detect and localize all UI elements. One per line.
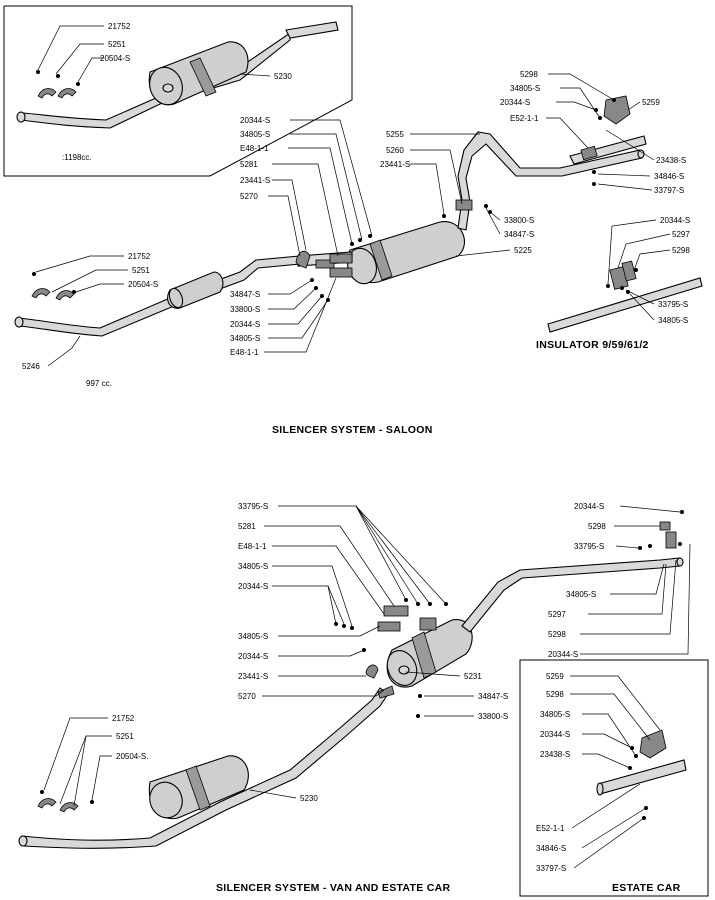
estate-label-e52-1-1: E52-1-1 <box>536 824 565 833</box>
insulator-label-33795-s: 33795-S <box>658 300 688 309</box>
inset-pipe-end <box>16 111 26 123</box>
insulator-assembly <box>547 260 703 333</box>
saloon-label-5225: 5225 <box>514 246 532 255</box>
estate-car-parts <box>596 729 687 820</box>
saloon-silencer-5225 <box>347 221 465 285</box>
saloon-left-bracket-parts <box>31 272 76 301</box>
saloon-label-5251: 5251 <box>132 266 150 275</box>
van-label-34805-s-b: 34805-S <box>238 632 268 641</box>
inset-label-5251: 5251 <box>108 40 126 49</box>
saloon-label-5281: 5281 <box>240 160 258 169</box>
saloon-label-5246: 5246 <box>22 362 40 371</box>
estate-label-33797-s: 33797-S <box>536 864 566 873</box>
estate-label-20344-s: 20344-S <box>540 730 570 739</box>
estate-label-23438-s: 23438-S <box>540 750 570 759</box>
saloon-label-34847-s-right: 34847-S <box>504 230 534 239</box>
inset-label-5230: 5230 <box>274 72 292 81</box>
saloon-tail-pipe-end <box>637 149 645 159</box>
van-label-23441-s: 23441-S <box>238 672 268 681</box>
van-tail-pipe-end <box>676 557 684 567</box>
van-label-34805-s-a: 34805-S <box>238 562 268 571</box>
insulator-label-34805-s: 34805-S <box>658 316 688 325</box>
saloon-label-20344-s-top: 20344-S <box>240 116 270 125</box>
inset-tail-pipe <box>285 21 339 39</box>
saloon-label-23438-s: 23438-S <box>656 156 686 165</box>
estate-car-caption: ESTATE CAR <box>612 882 681 894</box>
saloon-label-5298-top: 5298 <box>520 70 538 79</box>
estate-label-34846-s: 34846-S <box>536 844 566 853</box>
saloon-clamp-5260 <box>455 199 473 211</box>
saloon-label-33800-s-right: 33800-S <box>504 216 534 225</box>
insulator-label-5298: 5298 <box>672 246 690 255</box>
van-rear-silencer-5231 <box>386 619 473 688</box>
van-label-5270: 5270 <box>238 692 256 701</box>
estate-label-5259: 5259 <box>546 672 564 681</box>
van-label-33800-s: 33800-S <box>478 712 508 721</box>
saloon-label-5260: 5260 <box>386 146 404 155</box>
van-label-5281: 5281 <box>238 522 256 531</box>
van-center-mounting-parts <box>334 598 448 718</box>
estate-label-34805-s: 34805-S <box>540 710 570 719</box>
saloon-resonator <box>167 271 224 309</box>
van-label-5297: 5297 <box>548 610 566 619</box>
saloon-label-34846-s: 34846-S <box>654 172 684 181</box>
saloon-label-e48-1-1-top: E48-1-1 <box>240 144 269 153</box>
van-front-silencer-5230 <box>148 755 249 820</box>
van-rear-mounting-parts <box>638 510 684 550</box>
saloon-caption-997cc: 997 cc. <box>86 379 112 388</box>
estate-label-5298: 5298 <box>546 690 564 699</box>
saloon-label-20344-s-lower: 20344-S <box>230 320 260 329</box>
saloon-label-34847-s-lower: 34847-S <box>230 290 260 299</box>
inset-caption-1198cc: :1198cc. <box>62 153 92 162</box>
saloon-label-5270: 5270 <box>240 192 258 201</box>
van-left-bracket-parts <box>37 790 94 813</box>
saloon-label-33800-s-lower: 33800-S <box>230 305 260 314</box>
estate-car-frame <box>519 659 709 897</box>
insulator-caption: INSULATOR 9/59/61/2 <box>536 339 649 351</box>
saloon-label-21752: 21752 <box>128 252 151 261</box>
van-label-34805-s-r: 34805-S <box>566 590 596 599</box>
insulator-label-5297: 5297 <box>672 230 690 239</box>
van-label-20344-s-b: 20344-S <box>238 652 268 661</box>
saloon-caption: SILENCER SYSTEM - SALOON <box>272 424 433 436</box>
saloon-label-34805-s-rt: 34805-S <box>510 84 540 93</box>
saloon-front-pipe-end <box>14 316 24 328</box>
saloon-label-23441-s-left: 23441-S <box>240 176 270 185</box>
van-label-21752: 21752 <box>112 714 135 723</box>
van-label-5230: 5230 <box>300 794 318 803</box>
van-label-5251: 5251 <box>116 732 134 741</box>
van-label-20344-s-ra: 20344-S <box>574 502 604 511</box>
saloon-label-23441-s-right: 23441-S <box>380 160 410 169</box>
van-label-5231: 5231 <box>464 672 482 681</box>
inset-silencer-5230 <box>148 41 249 106</box>
saloon-label-e48-1-1-lower: E48-1-1 <box>230 348 259 357</box>
inset-frame-1198cc <box>3 5 353 177</box>
van-caption: SILENCER SYSTEM - VAN AND ESTATE CAR <box>216 882 451 894</box>
van-label-5298-rb: 5298 <box>548 630 566 639</box>
van-label-20504-s: 20504-S. <box>116 752 148 761</box>
inset-label-21752: 21752 <box>108 22 131 31</box>
van-label-e48-1-1: E48-1-1 <box>238 542 267 551</box>
van-label-33795-s-left: 33795-S <box>238 502 268 511</box>
van-label-33795-s-r: 33795-S <box>574 542 604 551</box>
van-front-pipe-end <box>18 835 28 847</box>
van-label-5298-ra: 5298 <box>588 522 606 531</box>
van-label-20344-s-rb: 20344-S <box>548 650 578 659</box>
van-label-20344-s-a: 20344-S <box>238 582 268 591</box>
saloon-label-34805-s-top: 34805-S <box>240 130 270 139</box>
saloon-label-5255: 5255 <box>386 130 404 139</box>
saloon-label-5259: 5259 <box>642 98 660 107</box>
saloon-label-20504-s: 20504-S <box>128 280 158 289</box>
saloon-label-34805-s-lower: 34805-S <box>230 334 260 343</box>
inset-label-20504-s: 20504-S <box>100 54 130 63</box>
saloon-label-33797-s: 33797-S <box>654 186 684 195</box>
insulator-label-20344-s: 20344-S <box>660 216 690 225</box>
van-label-34847-s: 34847-S <box>478 692 508 701</box>
inset-bracket-parts <box>36 70 80 99</box>
saloon-label-20344-s-rt: 20344-S <box>500 98 530 107</box>
saloon-label-e52-1-1: E52-1-1 <box>510 114 539 123</box>
saloon-center-mounting-parts <box>295 234 372 302</box>
